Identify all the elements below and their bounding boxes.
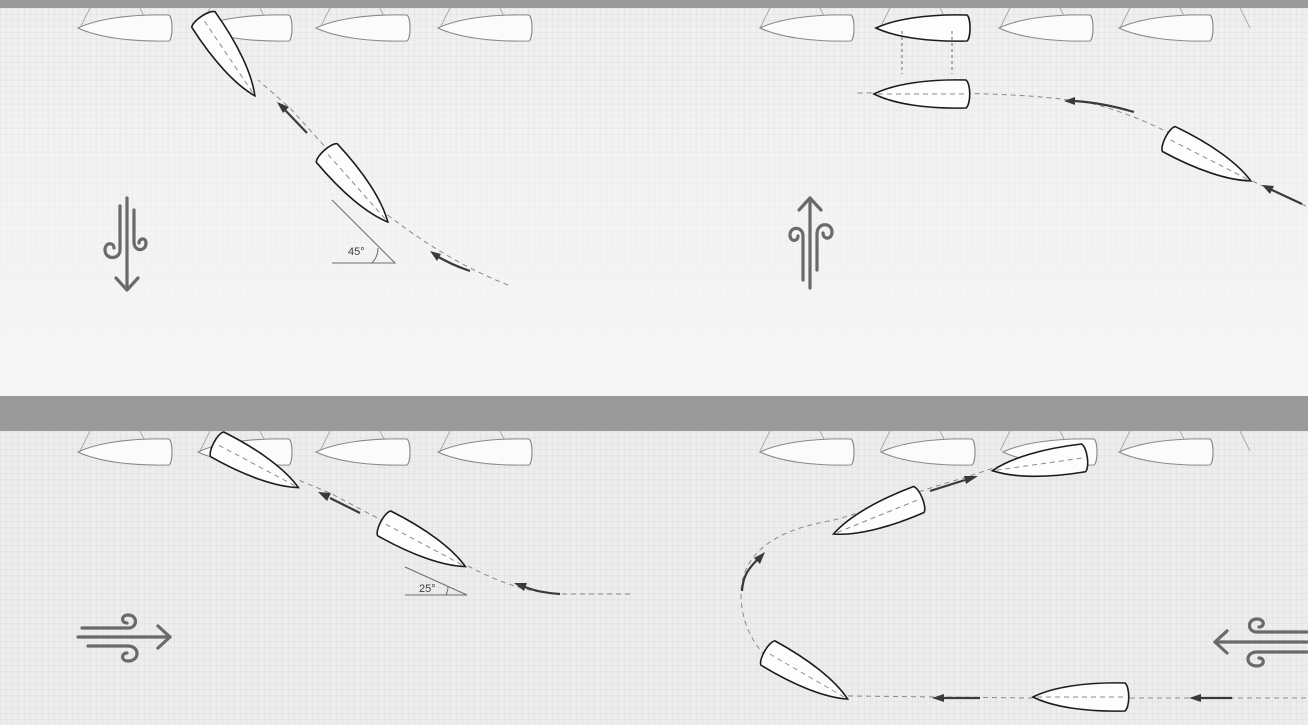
bottom-panel: 25° bbox=[0, 431, 1308, 725]
angle-label: 45° bbox=[348, 246, 365, 258]
top-panel: 45° bbox=[0, 8, 1308, 396]
middle-divider bbox=[0, 396, 1308, 431]
angle-label: 25° bbox=[419, 583, 436, 595]
top-divider bbox=[0, 0, 1308, 8]
